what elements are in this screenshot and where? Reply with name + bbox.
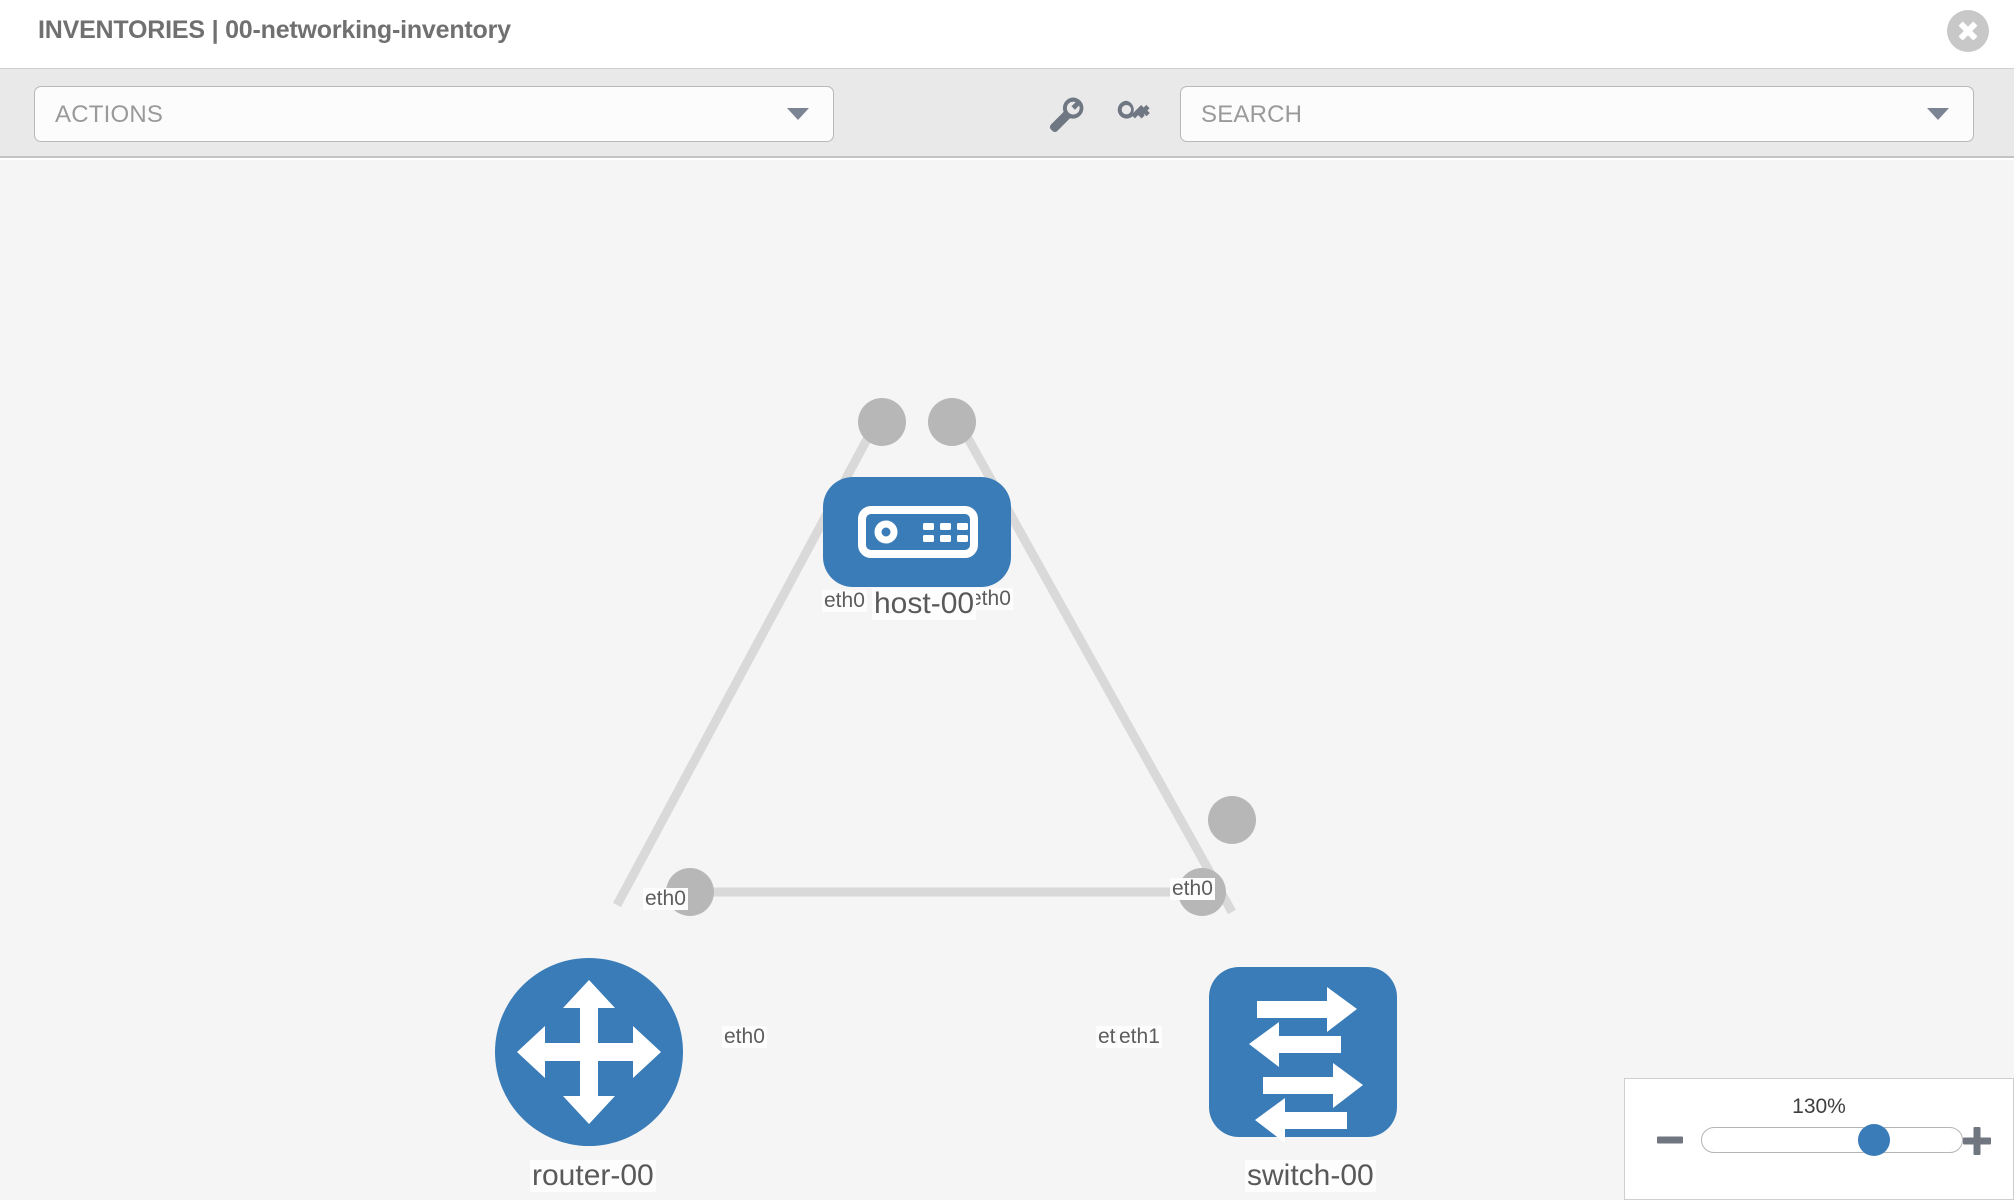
node-label-router-00: router-00: [530, 1159, 656, 1192]
router-arrows-icon: [517, 980, 661, 1124]
iface-label-router00-eth0: eth0: [722, 1025, 767, 1049]
search-input[interactable]: SEARCH: [1180, 86, 1974, 142]
iface-label-router00-uplink-eth0: eth0: [643, 887, 688, 911]
port-host00-eth0-right[interactable]: [928, 398, 976, 446]
minus-icon-bar: [1657, 1136, 1683, 1144]
switch-arrows-icon: [1249, 987, 1363, 1143]
node-host-00[interactable]: [823, 477, 1011, 587]
page-title: INVENTORIES | 00-networking-inventory: [38, 16, 511, 44]
wrench-icon[interactable]: [1042, 91, 1088, 137]
node-label-host-00: host-00: [872, 587, 977, 620]
zoom-control: 130%: [1624, 1078, 2014, 1200]
node-router-00[interactable]: [495, 958, 683, 1146]
server-icon: [858, 506, 978, 558]
plus-icon[interactable]: [1963, 1127, 1991, 1155]
actions-dropdown-label: ACTIONS: [55, 101, 164, 128]
iface-label-switch00-uplink-eth0: eth0: [1170, 877, 1215, 901]
search-placeholder: SEARCH: [1201, 101, 1303, 128]
port-host00-eth0-left[interactable]: [858, 398, 906, 446]
topology-canvas[interactable]: eth0 eth0 eth0 eth0 eth0 eth0 eth1 host-…: [0, 160, 2014, 1200]
chevron-down-icon[interactable]: [1927, 108, 1949, 120]
plus-icon-bar-v: [1973, 1127, 1981, 1155]
iface-label-host00-eth0-right: eth0: [968, 587, 1013, 611]
zoom-slider[interactable]: [1701, 1124, 1963, 1156]
key-icon[interactable]: [1110, 91, 1156, 137]
minus-icon[interactable]: [1657, 1127, 1683, 1153]
iface-label-switch00-eth1: eth1: [1117, 1025, 1162, 1049]
port-switch00-eth0[interactable]: [1208, 796, 1256, 844]
actions-dropdown[interactable]: ACTIONS: [34, 86, 834, 142]
close-icon[interactable]: [1947, 10, 1989, 52]
node-switch-00[interactable]: [1209, 967, 1397, 1143]
page-header: INVENTORIES | 00-networking-inventory: [0, 0, 2014, 68]
zoom-percent-label: 130%: [1792, 1095, 1846, 1118]
toolbar: ACTIONS SEARCH: [0, 68, 2014, 158]
iface-label-host00-eth0-left: eth0: [822, 589, 867, 613]
chevron-down-icon: [787, 108, 809, 120]
node-label-switch-00: switch-00: [1245, 1159, 1376, 1192]
topology-graph: [495, 398, 1397, 1146]
zoom-slider-thumb[interactable]: [1857, 1124, 1890, 1156]
